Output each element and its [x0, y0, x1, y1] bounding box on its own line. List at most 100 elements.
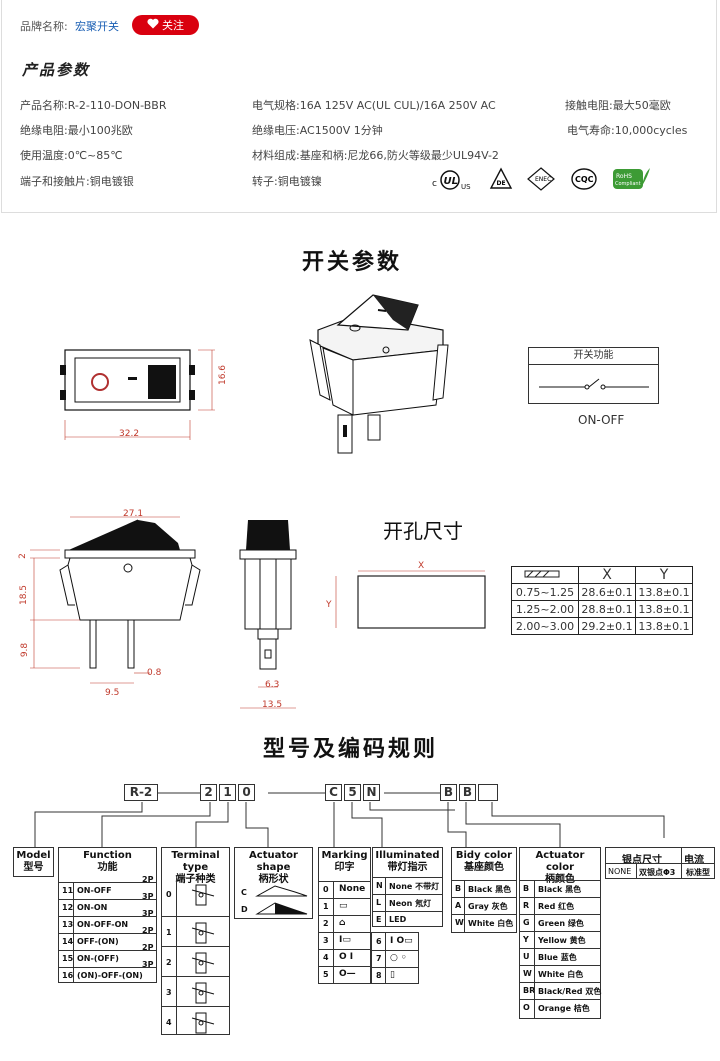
table-cell: 0.75~1.25 — [511, 583, 579, 601]
function-header-en: Function — [83, 850, 132, 861]
table-row: 1.25~2.00 28.8±0.1 13.8±0.1 — [511, 600, 693, 618]
marking-code: 8 — [376, 971, 382, 980]
function-poles: 3P — [142, 960, 154, 969]
actuator-shape-header-en: Actuator shape — [249, 850, 298, 873]
switch-side-view — [20, 505, 220, 719]
code-connector-lines — [34, 792, 665, 847]
code-char: N — [363, 784, 380, 801]
table-cell: 28.8±0.1 — [578, 600, 636, 618]
illuminated-desc: Neon 氖灯 — [389, 899, 432, 908]
code-char: 2 — [200, 784, 217, 801]
hole-diagram — [333, 566, 493, 636]
marking-symbol: ○ ◦ — [390, 953, 407, 963]
brand-name-link[interactable]: 宏聚开关 — [75, 20, 119, 33]
svg-text:ENEC: ENEC — [535, 176, 551, 183]
model-code-title: 型号及编码规则 — [263, 737, 439, 762]
table-row: 2.00~3.00 29.2±0.1 13.8±0.1 — [511, 617, 693, 635]
function-poles: 2P — [142, 926, 154, 935]
on-off-symbol — [539, 378, 649, 390]
function-name: ON-OFF-ON — [77, 920, 129, 929]
function-poles: 2P — [142, 943, 154, 952]
cert-c-text: c — [432, 179, 437, 189]
marking-symbol: ▯ — [390, 970, 395, 980]
marking-header-cn: 印字 — [334, 862, 355, 873]
dim-body-height: 18.5 — [19, 584, 30, 606]
terminal-header-cn: 端子种类 — [175, 874, 216, 885]
terminal-code: 0 — [166, 890, 172, 899]
function-code: 13 — [62, 920, 74, 929]
dim-hole-x: X — [418, 561, 425, 571]
cert-compliant-text: Compliant — [615, 181, 641, 187]
param-insulation-voltage: 绝缘电压:AC1500V 1分钟 — [252, 124, 383, 137]
param-electrical-spec: 电气规格:16A 125V AC(UL CUL)/16A 250V AC — [252, 99, 496, 112]
actuator_color-desc: White 白色 — [538, 970, 584, 979]
code-prefix: R-2 — [124, 784, 158, 801]
terminal-header-en: Terminal type — [171, 850, 220, 873]
illuminated-header-en: Illuminated — [375, 850, 440, 861]
switch-3d-view — [298, 290, 458, 464]
dim-terminal-length: 9.8 — [20, 642, 31, 658]
function-header-cn: 功能 — [97, 862, 118, 873]
shape-code: D — [241, 905, 248, 914]
param-electrical-life: 电气寿命:10,000cycles — [567, 124, 688, 137]
code-char: B — [440, 784, 457, 801]
actuator_color-code: O — [523, 1003, 530, 1012]
code-char: B — [459, 784, 476, 801]
marking-symbol: O I — [339, 952, 354, 962]
dim-actuator-width: 27.1 — [123, 509, 144, 519]
terminal-code: 3 — [166, 988, 172, 997]
actuator_color-desc: Orange 桔色 — [538, 1004, 590, 1013]
code-char: C — [325, 784, 342, 801]
switch-function-label: 开关功能 — [529, 348, 658, 365]
body_color-desc: White 白色 — [468, 919, 514, 928]
marking-symbol: I▭ — [339, 935, 351, 945]
cert-us-text: US — [461, 183, 471, 191]
follow-button[interactable]: 关注 — [132, 15, 199, 35]
illuminated-desc: LED — [389, 915, 407, 924]
actuator_color-code: U — [523, 952, 530, 961]
marking-symbol: ▭ — [339, 901, 348, 911]
panel-thickness-icon — [524, 570, 560, 577]
terminal-type-4-icon — [191, 1012, 215, 1034]
silver-code: NONE — [608, 867, 632, 876]
param-contact-resistance: 接触电阻:最大50毫欧 — [565, 99, 671, 112]
table-header-row: X Y — [511, 566, 693, 584]
function-code: 12 — [62, 903, 74, 912]
marking-code: 4 — [323, 953, 329, 962]
code-char-empty — [478, 784, 498, 801]
body_color-desc: Black 黑色 — [468, 885, 512, 894]
illuminated-code: N — [376, 881, 383, 890]
terminal-type-3-icon — [191, 982, 215, 1004]
actuator-color-header-cn: 柄颜色 — [545, 874, 575, 885]
marking-symbol: ⌂ — [339, 918, 346, 928]
terminal-type-1-icon — [191, 922, 215, 944]
body-color-header-cn: 基座颜色 — [464, 862, 504, 873]
table-cell: 29.2±0.1 — [578, 617, 636, 635]
dim-terminal-thickness: 0.8 — [147, 668, 162, 678]
illuminated-desc: None 不带灯 — [389, 882, 440, 891]
actuator_color-desc: Yellow 黄色 — [538, 936, 586, 945]
marking-code: 6 — [376, 937, 382, 946]
actuator-color-header-en: Actuator color — [535, 850, 585, 873]
panel-thickness-icon-cell — [511, 566, 579, 584]
silver-header: 银点尺寸 — [622, 855, 662, 866]
table-header-x: X — [578, 566, 636, 584]
heart-icon — [147, 18, 159, 32]
silver-desc: 双银点Φ3 — [639, 868, 676, 877]
dim-hole-y: Y — [326, 600, 332, 610]
marking-symbol: O— — [339, 969, 356, 979]
param-temperature: 使用温度:0℃~85℃ — [20, 149, 123, 162]
marking-code: 7 — [376, 954, 382, 963]
actuator_color-desc: Green 绿色 — [538, 919, 584, 928]
param-rotor: 转子:铜电镀镍 — [252, 175, 322, 188]
table-cell: 13.8±0.1 — [635, 600, 693, 618]
enec-icon: ENEC — [526, 167, 556, 195]
function-name: (ON)-OFF-(ON) — [77, 971, 143, 980]
marking-code: 0 — [323, 885, 329, 894]
actuator_color-code: B — [523, 884, 530, 893]
table-row: 0.75~1.25 28.6±0.1 13.8±0.1 — [511, 583, 693, 601]
table-cell: 13.8±0.1 — [635, 583, 693, 601]
